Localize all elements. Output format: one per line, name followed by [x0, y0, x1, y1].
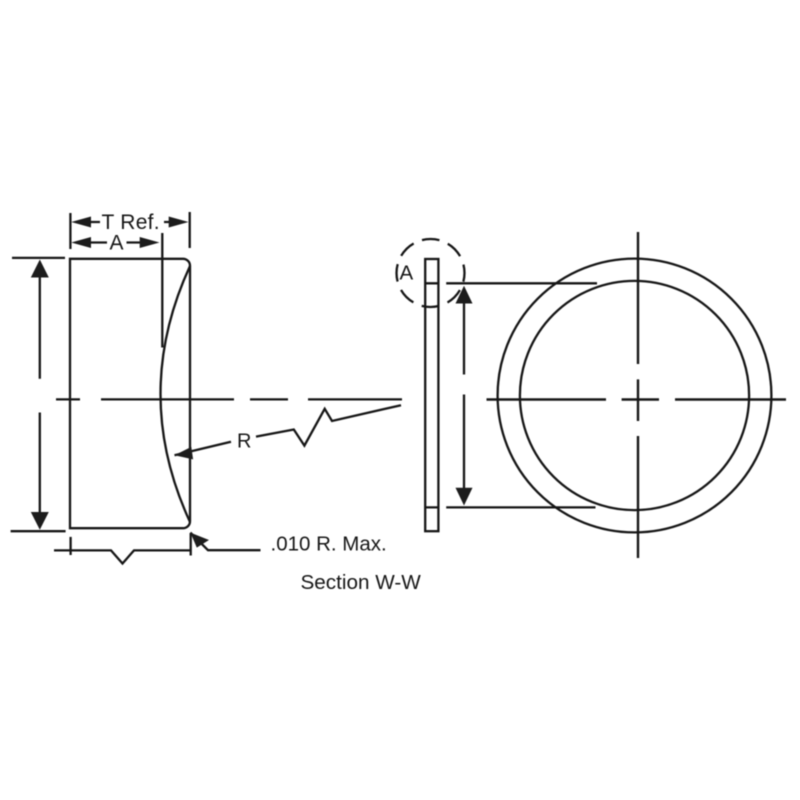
- svg-text:A: A: [400, 262, 414, 285]
- svg-text:Section W-W: Section W-W: [301, 571, 422, 594]
- svg-text:A: A: [110, 232, 124, 255]
- svg-text:R: R: [237, 431, 251, 453]
- svg-text:.010 R. Max.: .010 R. Max.: [271, 532, 387, 555]
- svg-text:T Ref.: T Ref.: [102, 211, 160, 234]
